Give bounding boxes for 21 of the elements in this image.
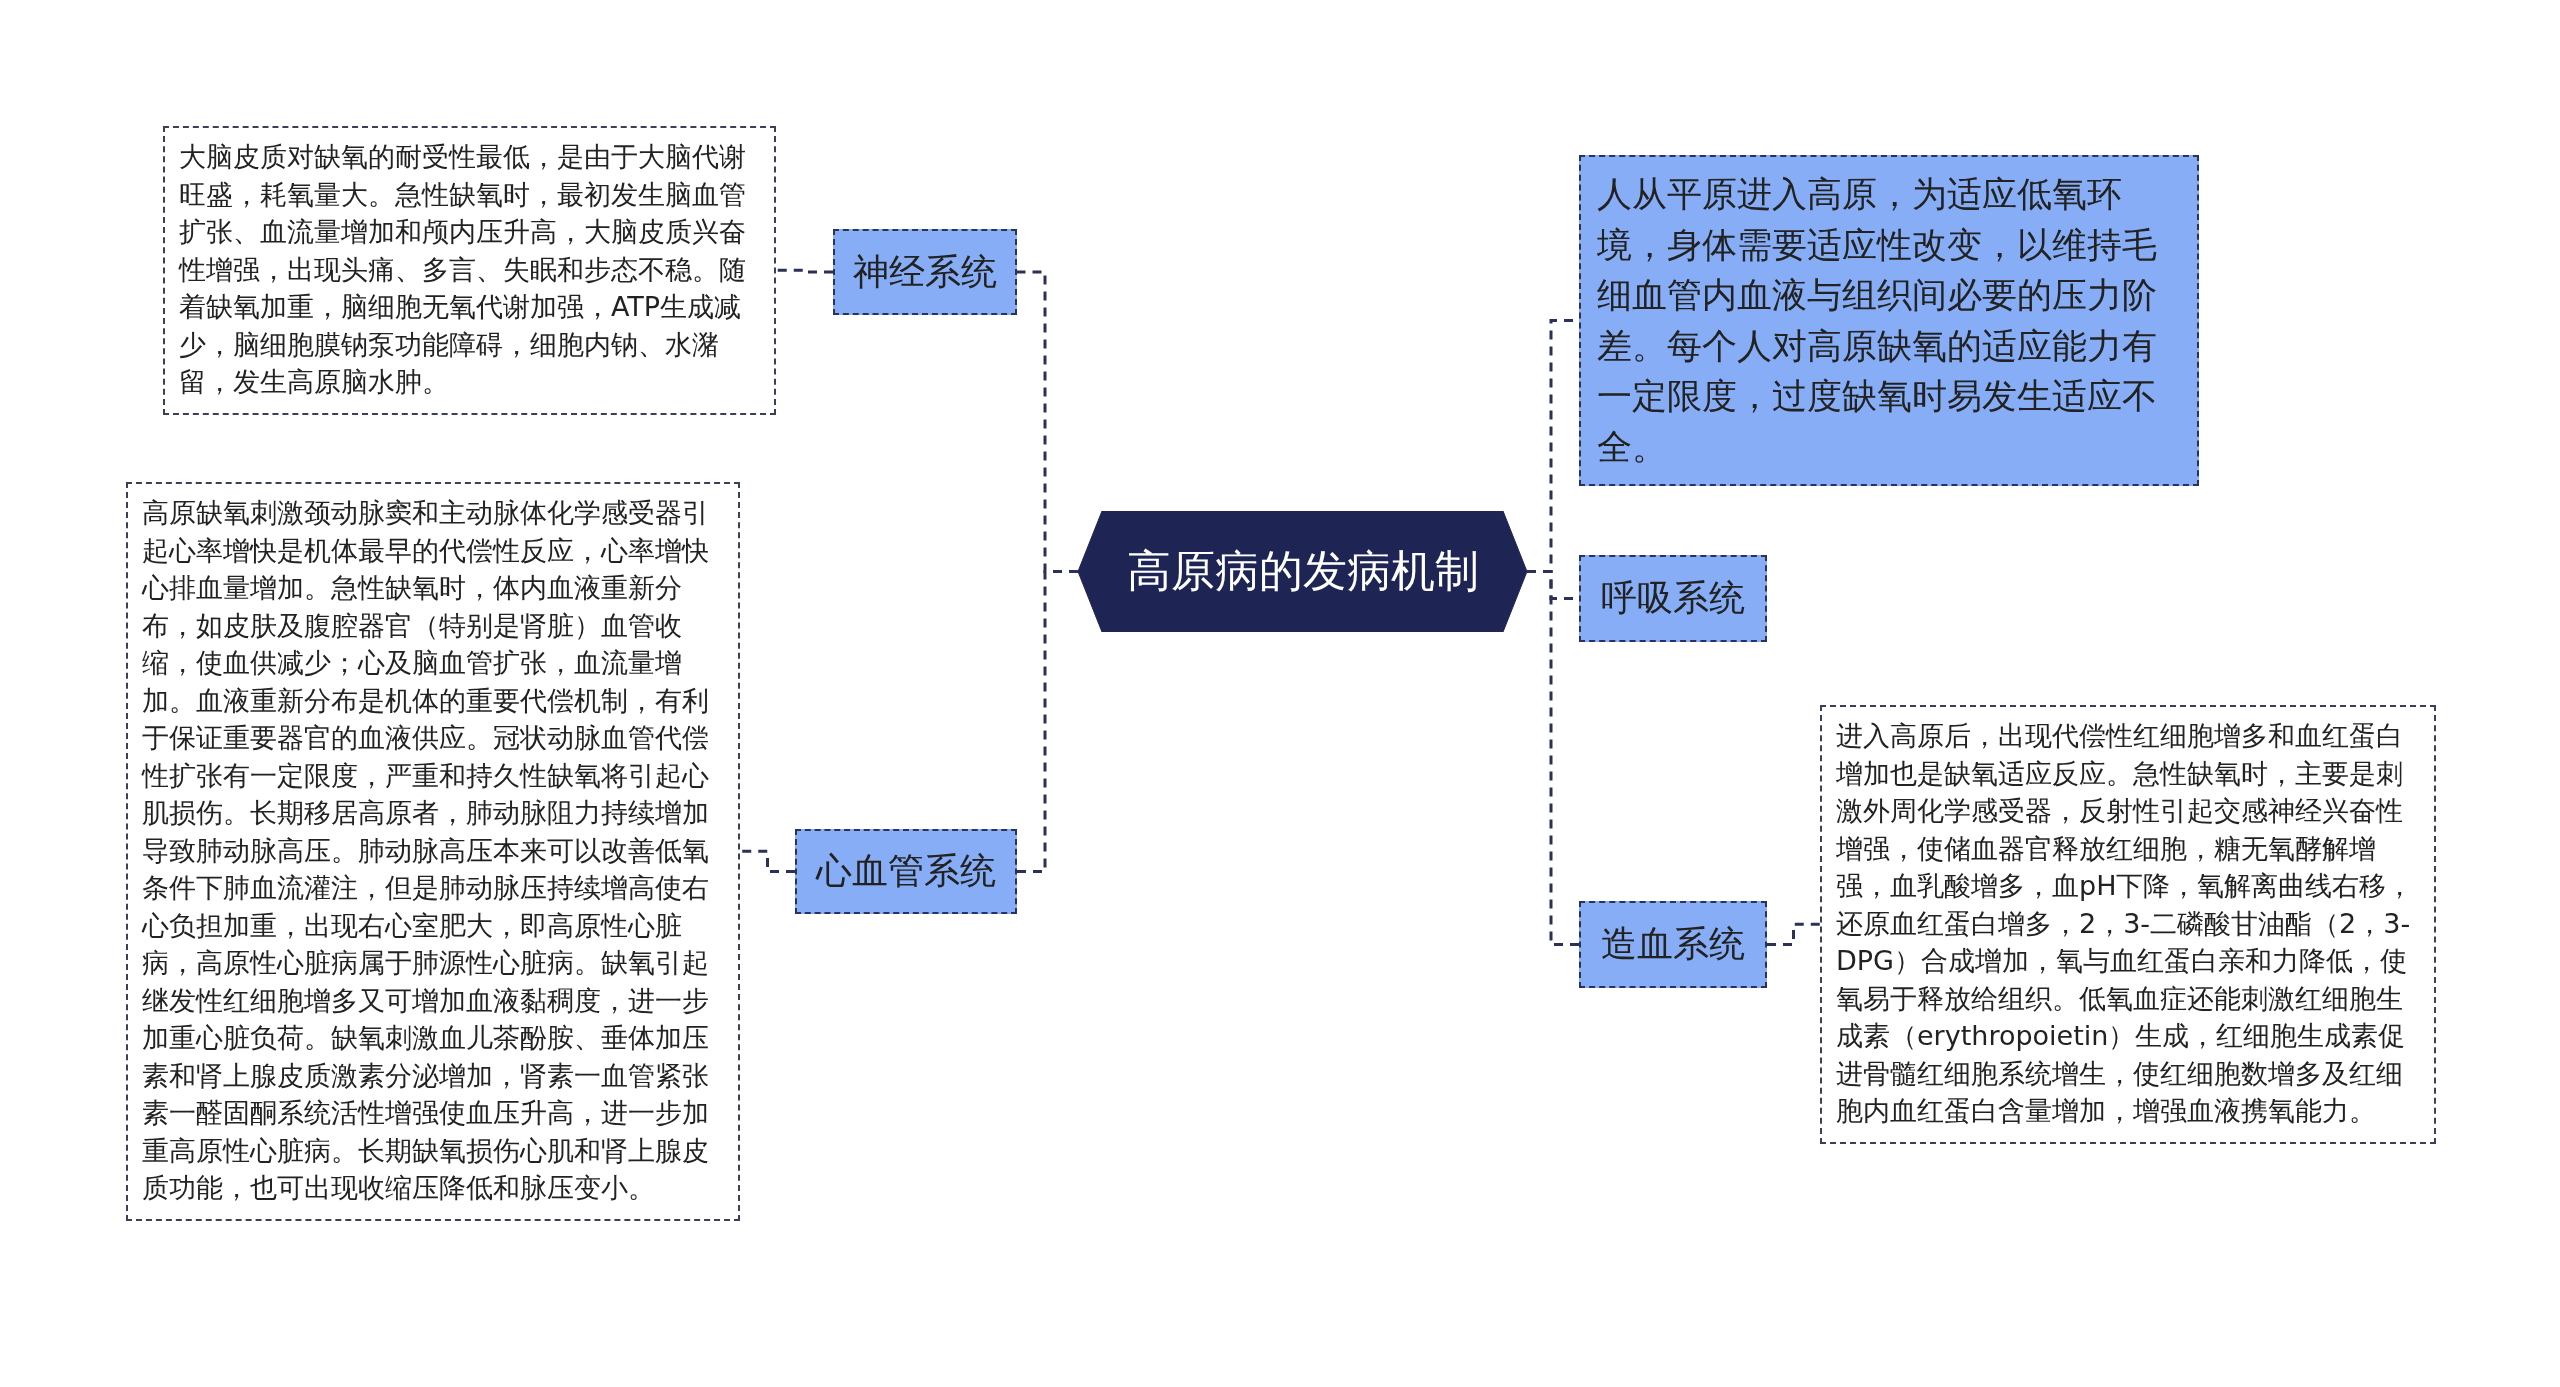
- connector: [1527, 570, 1579, 946]
- topic-label: 造血系统: [1601, 922, 1745, 966]
- topic-box: [795, 829, 1017, 914]
- note-text: 人从平原进入高原，为适应低氧环境，身体需要适应性改变，以维持毛细血管内血液与组织间必要的压力阶差。每个人对高原缺氧的适应能力有一定限度，过度缺氧时易发生适应不全。: [1597, 174, 2157, 467]
- connector: [776, 268, 833, 274]
- note-text: 高原缺氧刺激颈动脉窦和主动脉体化学感受器引起心率增快是机体最早的代偿性反应，心率增快心排血量增加。急性缺氧时，体内血液重新分布，如皮肤及腹腔器官（特别是肾脏）血管收缩，使血供减少；心及脑血管扩张，血流量增加。血液重新分布是机体的重要代偿机制，有利于保证重要器官的血液供应。冠状动脉血管代偿性扩张有一定限度，严重和持久性缺氧将引起心肌损伤。长期移居高原者，肺动脉阻力持续增加导致肺动脉高压。肺动脉高压本来可以改善低氧条件下肺血流灌注，但是肺动脉压持续增高使右心负担加重，出现右心室肥大，即高原性心脏病，高原性心脏病属于肺源性心脏病。缺氧引起继发性红细胞增多又可增加血液黏稠度，进一步加重心脏负荷。缺氧刺激血儿茶酚胺、垂体加压素和肾上腺皮质激素分泌增加，肾素一血管紧张素一醛固酮系统活性增强使血压升高，进一步加重高原性心脏病。长期缺氧损伤心肌和肾上腺皮质功能，也可出现收缩压降低和脉压变小。: [142, 497, 709, 1203]
- topic-title: 高原病的发病机制: [1126, 544, 1479, 598]
- note-box: [163, 126, 776, 415]
- topic-label: 呼吸系统: [1601, 576, 1745, 620]
- connector: [740, 849, 795, 873]
- central-topic: [1078, 511, 1527, 632]
- topic-label: 心血管系统: [816, 849, 996, 893]
- topic-box: [1579, 901, 1767, 988]
- topic-box: [833, 229, 1017, 315]
- topic-label: 神经系统: [853, 249, 997, 294]
- topic-box: [1579, 555, 1767, 642]
- connector: [1767, 922, 1820, 946]
- note-text: 进入高原后，出现代偿性红细胞增多和血红蛋白增加也是缺氧适应反应。急性缺氧时，主要是刺激外周化学感受器，反射性引起交感神经兴奋性增强，使储血器官释放红细胞，糖无氧酵解增强，血乳酸增多，血pH下降，氧解离曲线右移，还原血红蛋白增多，2，3-二磷酸甘油酯（2，3-DPG）合成增加，氧与血红蛋白亲和力降低，使氧易于释放给组织。低氧血症还能刺激红细胞生成素（erythropoietin）生成，红细胞生成素促进骨髓红细胞系统增生，使红细胞数增多及红细胞内血红蛋白含量增加，增强血液携氧能力。: [1836, 720, 2414, 1126]
- connector: [1017, 570, 1078, 873]
- note-box: [1579, 155, 2199, 486]
- note-text: 大脑皮质对缺氧的耐受性最低，是由于大脑代谢旺盛，耗氧量大。急性缺氧时，最初发生脑血管扩张、血流量增加和颅内压升高，大脑皮质兴奋性增强，出现头痛、多言、失眠和步态不稳。随着缺氧加重，脑细胞无氧代谢加强，ATP生成减少，脑细胞膜钠泵功能障碍，细胞内钠、水潴留，发生高原脑水肿。: [179, 141, 746, 397]
